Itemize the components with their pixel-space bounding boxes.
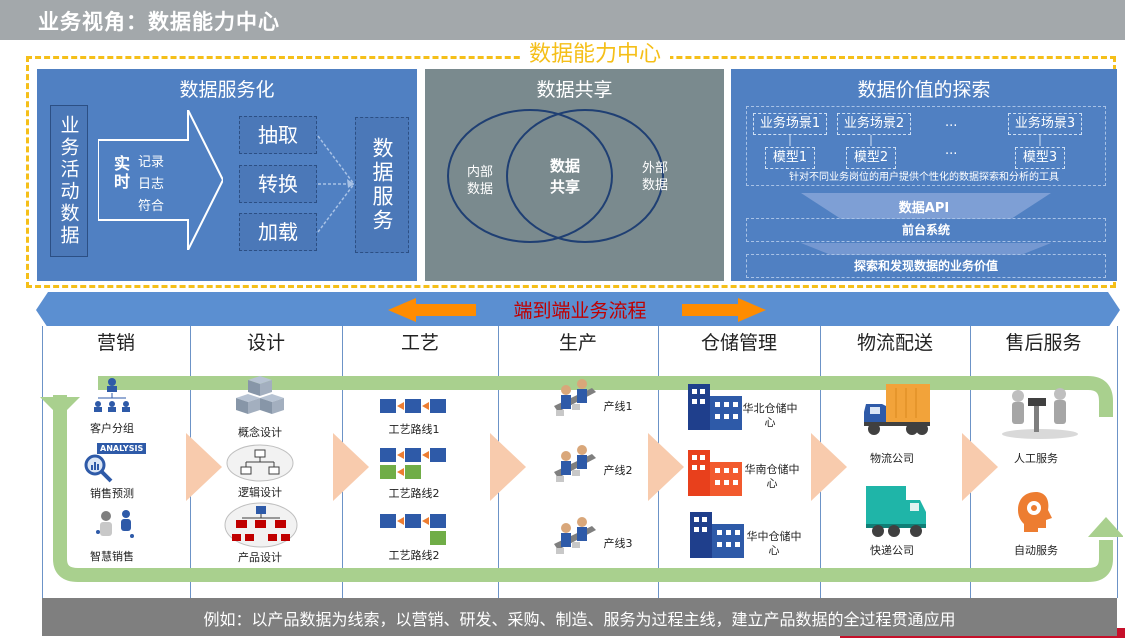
scene-2: 业务场景2 (837, 113, 911, 135)
external-data-label: 外部 数据 (642, 161, 669, 193)
auto-service-head-icon (1018, 492, 1052, 532)
line-2-label: 产线2 (603, 464, 633, 477)
route-1-label: 工艺路线1 (388, 423, 440, 436)
page-title: 业务视角：数据能力中心 (38, 10, 280, 34)
etl-connector-icon (317, 135, 355, 233)
production-line-icon (554, 445, 596, 482)
line-1-label: 产线1 (603, 400, 633, 413)
footer-text: 例如：以产品数据为线索，以营销、研发、采购、制造、服务为过程主线，建立产品数据的… (203, 610, 956, 629)
column-craft: 工艺 (400, 332, 439, 354)
flow-chevron-icon (648, 433, 684, 501)
warehouse-building-icon (688, 450, 742, 496)
panel-value-exploration: 数据价值的探索 业务场景1 业务场景2 ... 业务场景3 模型1 模型2 ..… (731, 69, 1117, 281)
express-company-label: 快递公司 (870, 544, 914, 557)
log-label: 日志 (138, 177, 165, 192)
delivery-truck-icon (866, 486, 926, 537)
business-value-box: 探索和发现数据的业务价值 (746, 254, 1106, 278)
title-bar: 业务视角：数据能力中心 (0, 0, 1125, 40)
flow-chevron-icon (333, 433, 369, 501)
panel-title: 数据服务化 (179, 79, 275, 101)
warehouse-north-label: 华北仓储中心 (742, 402, 798, 429)
manual-service-label: 人工服务 (1014, 452, 1058, 465)
concept-design-label: 概念设计 (238, 426, 282, 439)
scene-ellipsis: ... (945, 115, 958, 130)
cubes-icon (236, 376, 284, 414)
logistics-company-label: 物流公司 (870, 452, 914, 465)
column-marketing: 营销 (96, 332, 135, 354)
flow-chevron-icon (962, 433, 998, 501)
frame-title: 数据能力中心 (520, 40, 670, 70)
model-1: 模型1 (765, 147, 815, 169)
sales-forecast-label: 销售预测 (90, 487, 134, 500)
smart-sales-label: 智慧销售 (90, 550, 134, 563)
scene-1: 业务场景1 (753, 113, 827, 135)
scene-model-arrows (789, 135, 1041, 146)
panel-title: 数据价值的探索 (857, 79, 991, 101)
api-funnel-icon (801, 193, 1051, 219)
model-2: 模型2 (846, 147, 896, 169)
model-ellipsis: ... (945, 143, 958, 158)
column-aftersales: 售后服务 (1005, 332, 1082, 354)
line-3-label: 产线3 (603, 537, 633, 550)
route-icon (380, 514, 446, 545)
product-design-label: 产品设计 (238, 551, 282, 564)
footer-bar: 例如：以产品数据为线索，以营销、研发、采购、制造、服务为过程主线，建立产品数据的… (42, 598, 1117, 636)
extract-box: 抽取 (239, 116, 317, 154)
route-3-label: 工艺路线2 (388, 549, 440, 562)
panel-title: 数据共享 (536, 79, 613, 101)
exploration-note: 针对不同业务岗位的用户提供个性化的数据探索和分析的工具 (789, 172, 1059, 183)
route-2-label: 工艺路线2 (388, 487, 440, 500)
front-funnel-icon (801, 243, 1051, 255)
route-icon (380, 448, 446, 479)
column-logistics: 物流配送 (856, 332, 933, 354)
data-api-label: 数据API (898, 201, 950, 216)
model-3: 模型3 (1015, 147, 1065, 169)
customer-group-label: 客户分组 (90, 422, 134, 435)
flow-chevron-icon (811, 433, 847, 501)
activity-data-label: 业务活动数据 (57, 115, 80, 247)
data-service-label: 数据服务 (370, 137, 394, 233)
column-production: 生产 (558, 332, 597, 354)
warehouse-building-icon (690, 512, 744, 558)
data-service-box: 数据服务 (355, 117, 409, 253)
analysis-icon: ANALYSIS (83, 443, 147, 483)
panel-data-sharing: 数据共享 内部 数据 数据 共享 外部 数据 (425, 69, 724, 281)
scene-3: 业务场景3 (1008, 113, 1082, 135)
flow-chevron-icon (186, 433, 222, 501)
warehouse-south-label: 华南仓储中心 (744, 463, 800, 490)
panel-data-service: 数据服务化 业务活动数据 数据服务 (37, 69, 417, 281)
process-title: 端到端业务流程 (513, 300, 647, 322)
match-label: 符合 (138, 199, 165, 214)
front-system-box: 前台系统 (746, 218, 1106, 242)
production-line-icon (554, 517, 596, 554)
manual-service-icon (1002, 388, 1078, 439)
product-tree-icon (224, 502, 298, 548)
scene-frame (746, 106, 1106, 186)
analysis-badge: ANALYSIS (97, 443, 147, 454)
org-chart-icon (94, 378, 130, 412)
production-line-icon (554, 379, 596, 416)
warehouse-central-label: 华中仓储中心 (746, 530, 802, 557)
data-sharing-center: 数据 共享 (550, 157, 581, 196)
load-box: 加载 (239, 213, 317, 251)
column-design: 设计 (246, 332, 285, 354)
logic-design-label: 逻辑设计 (238, 486, 282, 499)
auto-service-label: 自动服务 (1014, 544, 1058, 557)
internal-data-label: 内部 数据 (467, 165, 494, 197)
record-label: 记录 (138, 155, 165, 170)
column-warehouse: 仓储管理 (700, 332, 777, 354)
activity-data-box: 业务活动数据 (50, 105, 88, 257)
venn-diagram (447, 109, 664, 243)
process-loop-arrow (40, 376, 1123, 582)
flow-chevron-icon (490, 433, 526, 501)
route-icon (380, 399, 446, 413)
process-band (36, 292, 1120, 328)
realtime-label: 实时 (111, 155, 130, 191)
cargo-truck-icon (864, 384, 930, 435)
smart-sales-icon (96, 510, 134, 538)
transform-box: 转换 (239, 165, 317, 203)
logic-tree-icon (226, 444, 294, 482)
warehouse-building-icon (688, 384, 742, 430)
realtime-arrow-icon (98, 110, 223, 250)
